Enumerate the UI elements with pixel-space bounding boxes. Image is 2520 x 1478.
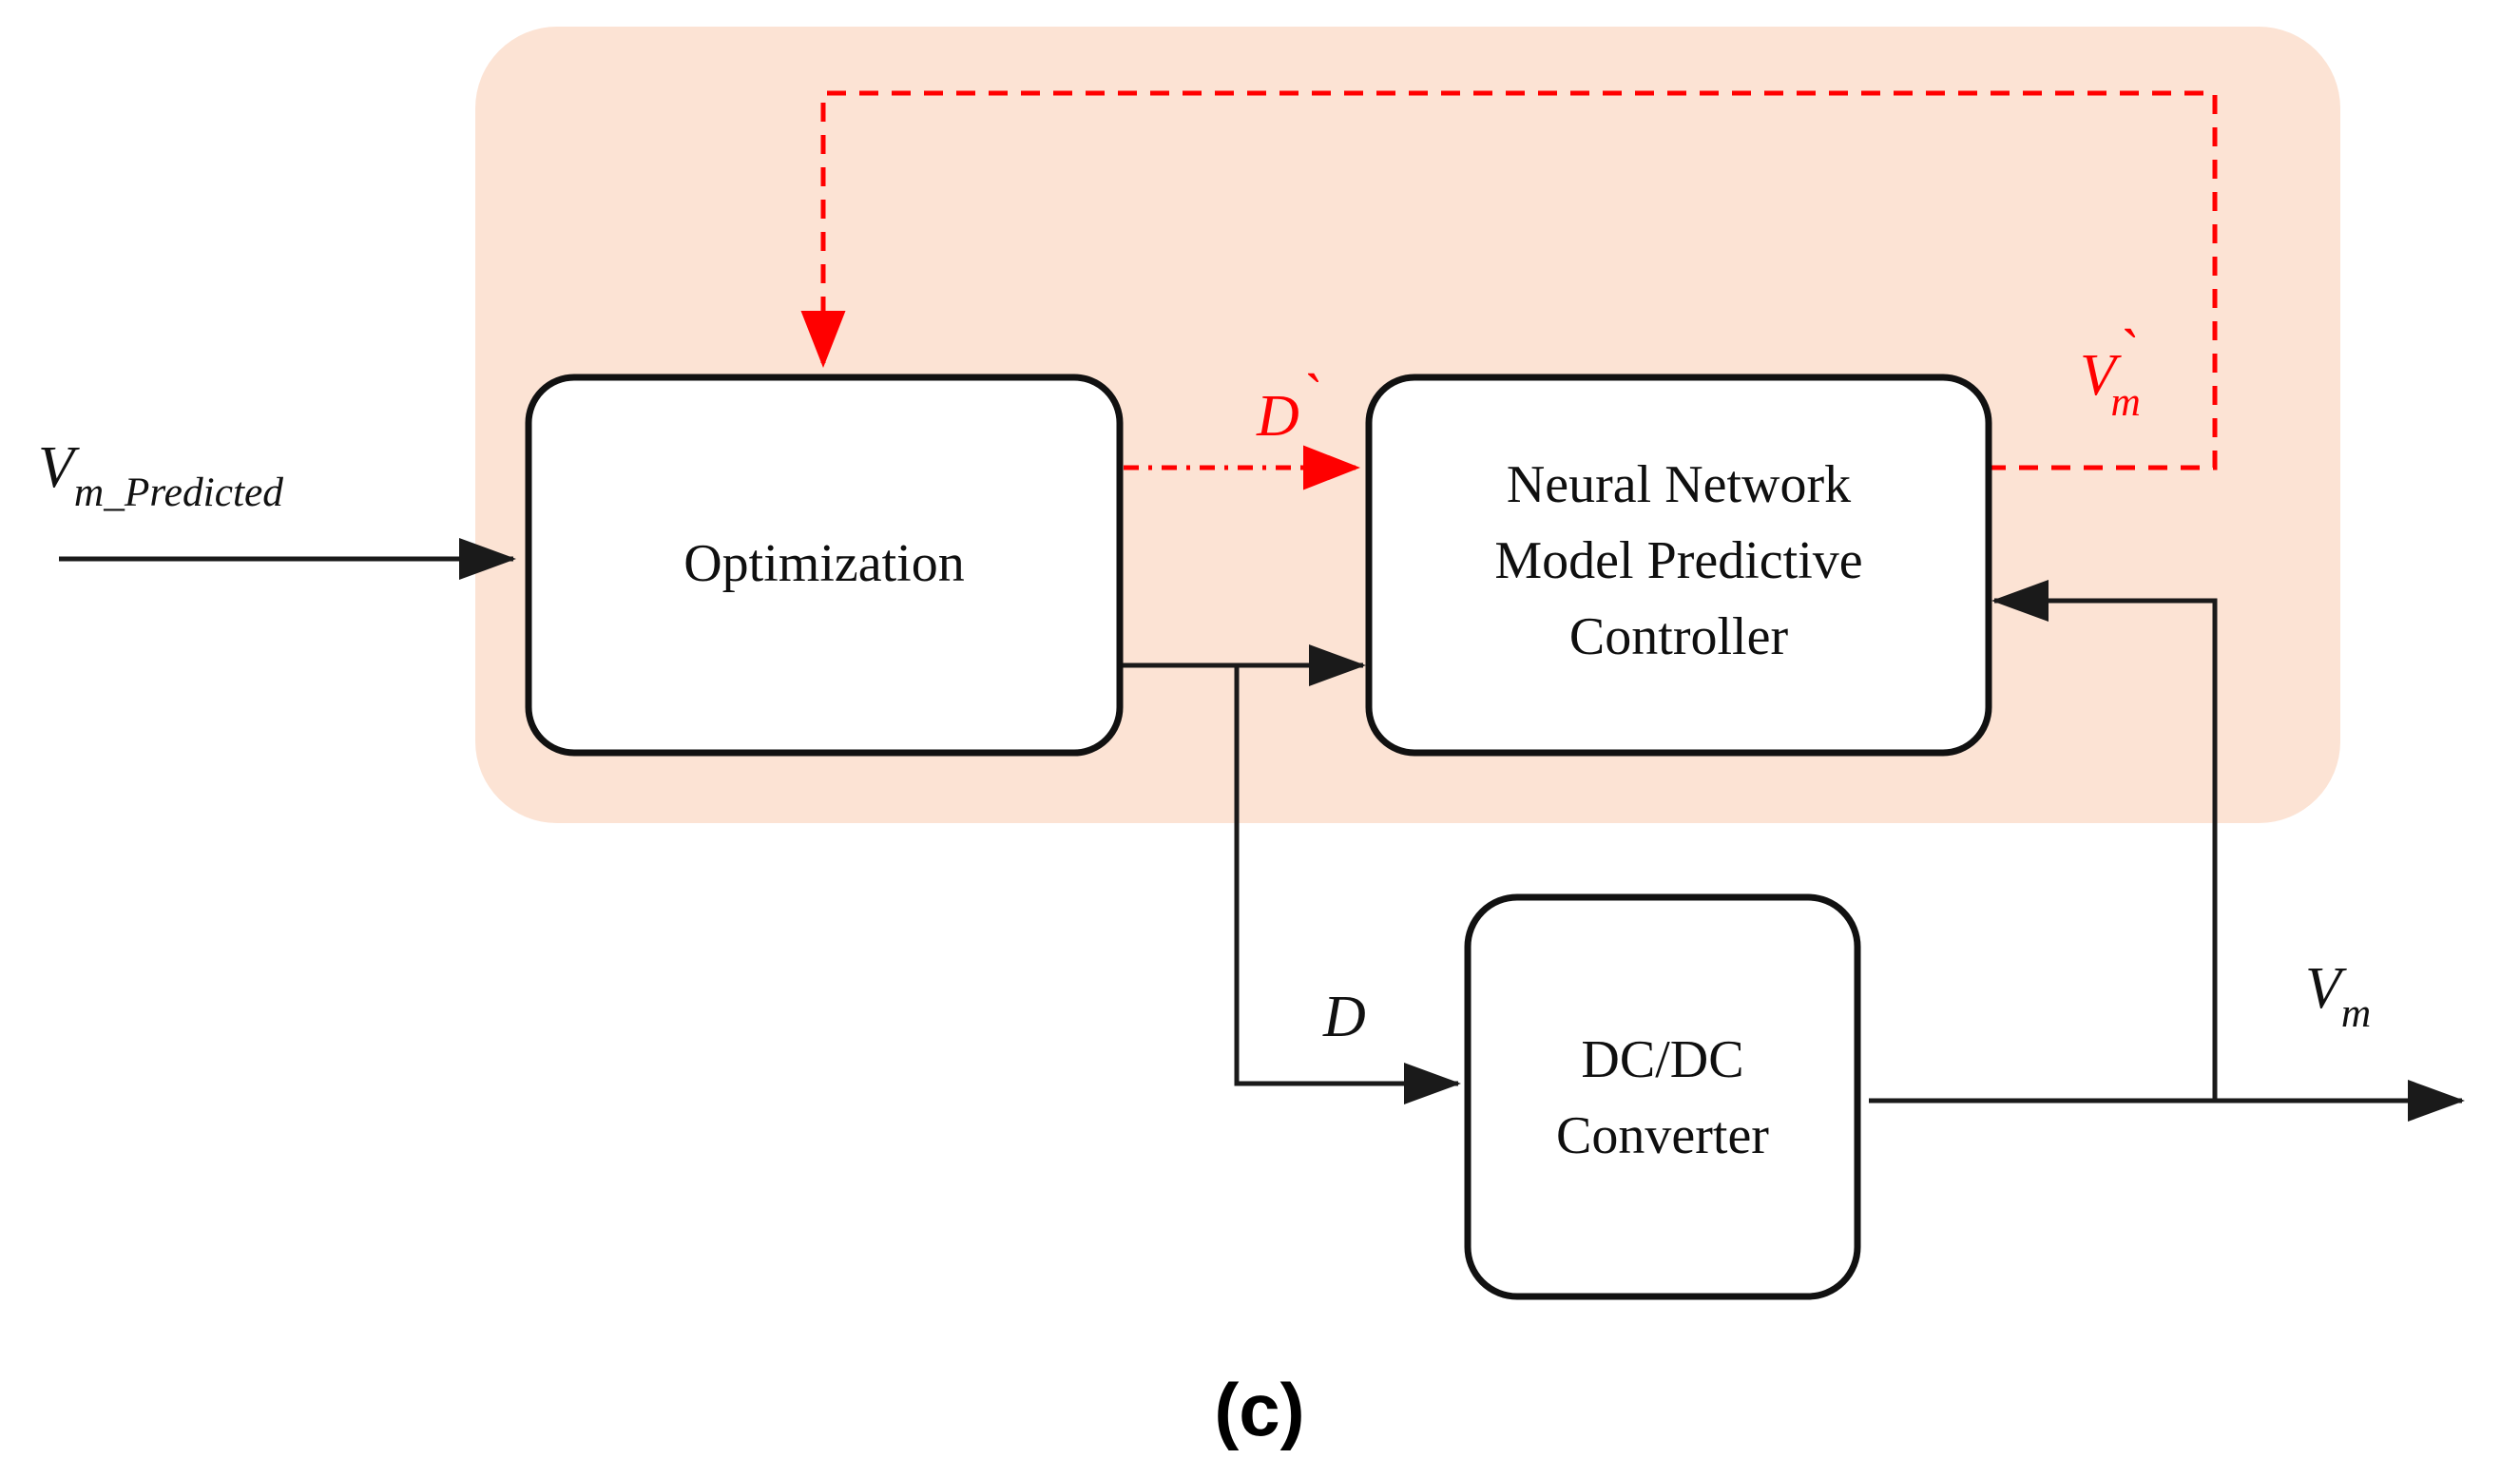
block-nn-mpc-label-line-3: Controller <box>1569 607 1789 666</box>
edge-duty-branch-to-dcdc <box>1234 665 1462 1104</box>
label-voltage-estimate-base: V <box>2080 343 2122 408</box>
label-input-signal-subscript: m_Predicted <box>74 470 283 515</box>
block-optimization[interactable]: Optimization <box>525 374 1124 757</box>
figure-caption: (c) <box>1214 1368 1304 1451</box>
block-nn-mpc-label-line-1: Neural Network <box>1507 455 1851 514</box>
block-dcdc-converter[interactable]: DC/DC Converter <box>1464 893 1861 1300</box>
block-dcdc-converter-label-line-1: DC/DC <box>1581 1030 1743 1089</box>
label-measured-voltage: Vm <box>2305 956 2371 1036</box>
label-voltage-estimate: V`m <box>2080 318 2141 425</box>
block-dcdc-converter-label-line-2: Converter <box>1556 1106 1769 1165</box>
block-nn-mpc[interactable]: Neural Network Model Predictive Controll… <box>1365 374 1992 757</box>
block-nn-mpc-shape <box>1365 374 1992 757</box>
label-input-signal: Vm_Predicted <box>38 435 283 515</box>
label-voltage-estimate-prime: ` <box>2116 318 2136 383</box>
block-nn-mpc-label-line-2: Model Predictive <box>1494 531 1862 590</box>
block-optimization-label-line-1: Optimization <box>683 534 965 593</box>
block-optimization-shape <box>525 374 1124 757</box>
edge-vmprime-feedback-to-optimization <box>800 90 2218 470</box>
label-input-signal-base: V <box>38 435 80 500</box>
label-duty: D <box>1322 985 1366 1049</box>
label-duty-estimate-prime: ` <box>1299 363 1319 428</box>
label-duty-estimate-base: D <box>1256 384 1299 449</box>
label-voltage-estimate-subscript: m <box>2111 379 2141 425</box>
label-duty-estimate: D` <box>1256 363 1319 449</box>
label-measured-voltage-base: V <box>2305 956 2347 1021</box>
edge-vm-feedback-to-nnmpc <box>1991 580 2218 1101</box>
block-dcdc-converter-shape <box>1464 893 1861 1300</box>
label-measured-voltage-subscript: m <box>2341 990 2371 1036</box>
